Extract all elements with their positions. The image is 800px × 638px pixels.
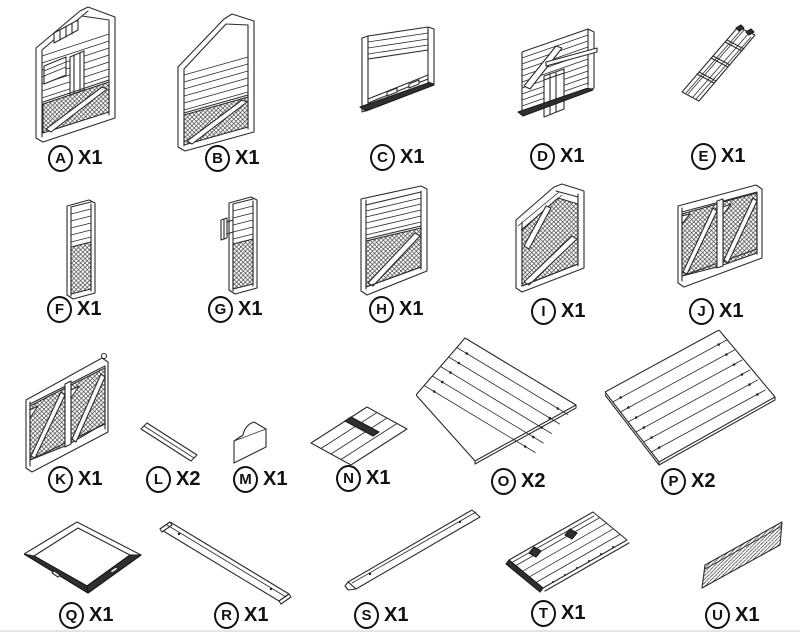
part-f-qty: X1: [77, 298, 102, 320]
part-l-letter-badge: L: [146, 466, 171, 493]
part-p-letter-badge: P: [661, 468, 686, 495]
part-q-qty: X1: [89, 604, 114, 626]
part-c-letter-badge: C: [370, 144, 395, 171]
part-h-illustration: [357, 183, 433, 303]
part-j-letter-badge: J: [689, 298, 714, 325]
part-e-illustration: [678, 22, 764, 114]
part-g-letter-badge: G: [208, 296, 233, 323]
part-g-illustration: [219, 194, 259, 297]
part-i-qty: X1: [561, 300, 586, 322]
part-b-letter-badge: B: [205, 145, 230, 172]
part-e-letter-badge: E: [691, 143, 716, 170]
part-n-qty: X1: [366, 467, 391, 489]
part-j-illustration: [674, 180, 768, 299]
part-j-qty: X1: [719, 300, 744, 322]
part-m-letter-badge: M: [233, 466, 258, 493]
part-l-illustration: [136, 420, 202, 464]
part-r-illustration: [155, 518, 292, 606]
part-n-letter-badge: N: [336, 465, 361, 492]
part-o-illustration: [416, 336, 580, 466]
part-k-qty: X1: [78, 468, 103, 490]
part-t-letter-badge: T: [531, 600, 556, 627]
part-c-qty: X1: [400, 146, 425, 168]
part-a-letter-badge: A: [48, 145, 73, 172]
part-u-qty: X1: [735, 604, 760, 626]
part-l-qty: X2: [176, 468, 201, 490]
part-b-illustration: [170, 7, 264, 152]
part-s-illustration: [342, 504, 483, 594]
part-o-letter-badge: O: [491, 468, 516, 495]
part-n-illustration: [309, 403, 410, 465]
page-divider: [0, 630, 800, 632]
part-k-illustration: [22, 352, 116, 474]
part-h-letter-badge: H: [369, 296, 394, 323]
part-a-illustration: [24, 2, 139, 145]
part-m-illustration: [232, 420, 270, 465]
part-h-qty: X1: [399, 298, 424, 320]
part-u-letter-badge: U: [705, 602, 730, 629]
part-q-letter-badge: Q: [59, 602, 84, 629]
part-i-illustration: [512, 180, 590, 298]
part-r-qty: X1: [244, 604, 269, 626]
part-f-letter-badge: F: [47, 296, 72, 323]
part-s-letter-badge: S: [354, 602, 379, 629]
part-e-qty: X1: [721, 145, 746, 167]
part-m-qty: X1: [263, 468, 288, 490]
part-u-illustration: [699, 520, 787, 590]
part-d-qty: X1: [560, 145, 585, 167]
part-c-illustration: [357, 22, 441, 132]
part-b-qty: X1: [235, 147, 260, 169]
part-i-letter-badge: I: [531, 298, 556, 325]
part-d-illustration: [516, 24, 598, 130]
part-q-illustration: [24, 521, 144, 595]
part-r-letter-badge: R: [214, 602, 239, 629]
part-t-illustration: [503, 502, 638, 597]
part-p-illustration: [605, 330, 779, 467]
part-a-qty: X1: [78, 147, 103, 169]
part-g-qty: X1: [238, 298, 263, 320]
part-o-qty: X2: [521, 470, 546, 492]
part-d-letter-badge: D: [530, 143, 555, 170]
part-p-qty: X2: [691, 470, 716, 492]
part-f-illustration: [63, 197, 101, 301]
part-s-qty: X1: [384, 604, 409, 626]
part-t-qty: X1: [561, 602, 586, 624]
part-k-letter-badge: K: [48, 466, 73, 493]
